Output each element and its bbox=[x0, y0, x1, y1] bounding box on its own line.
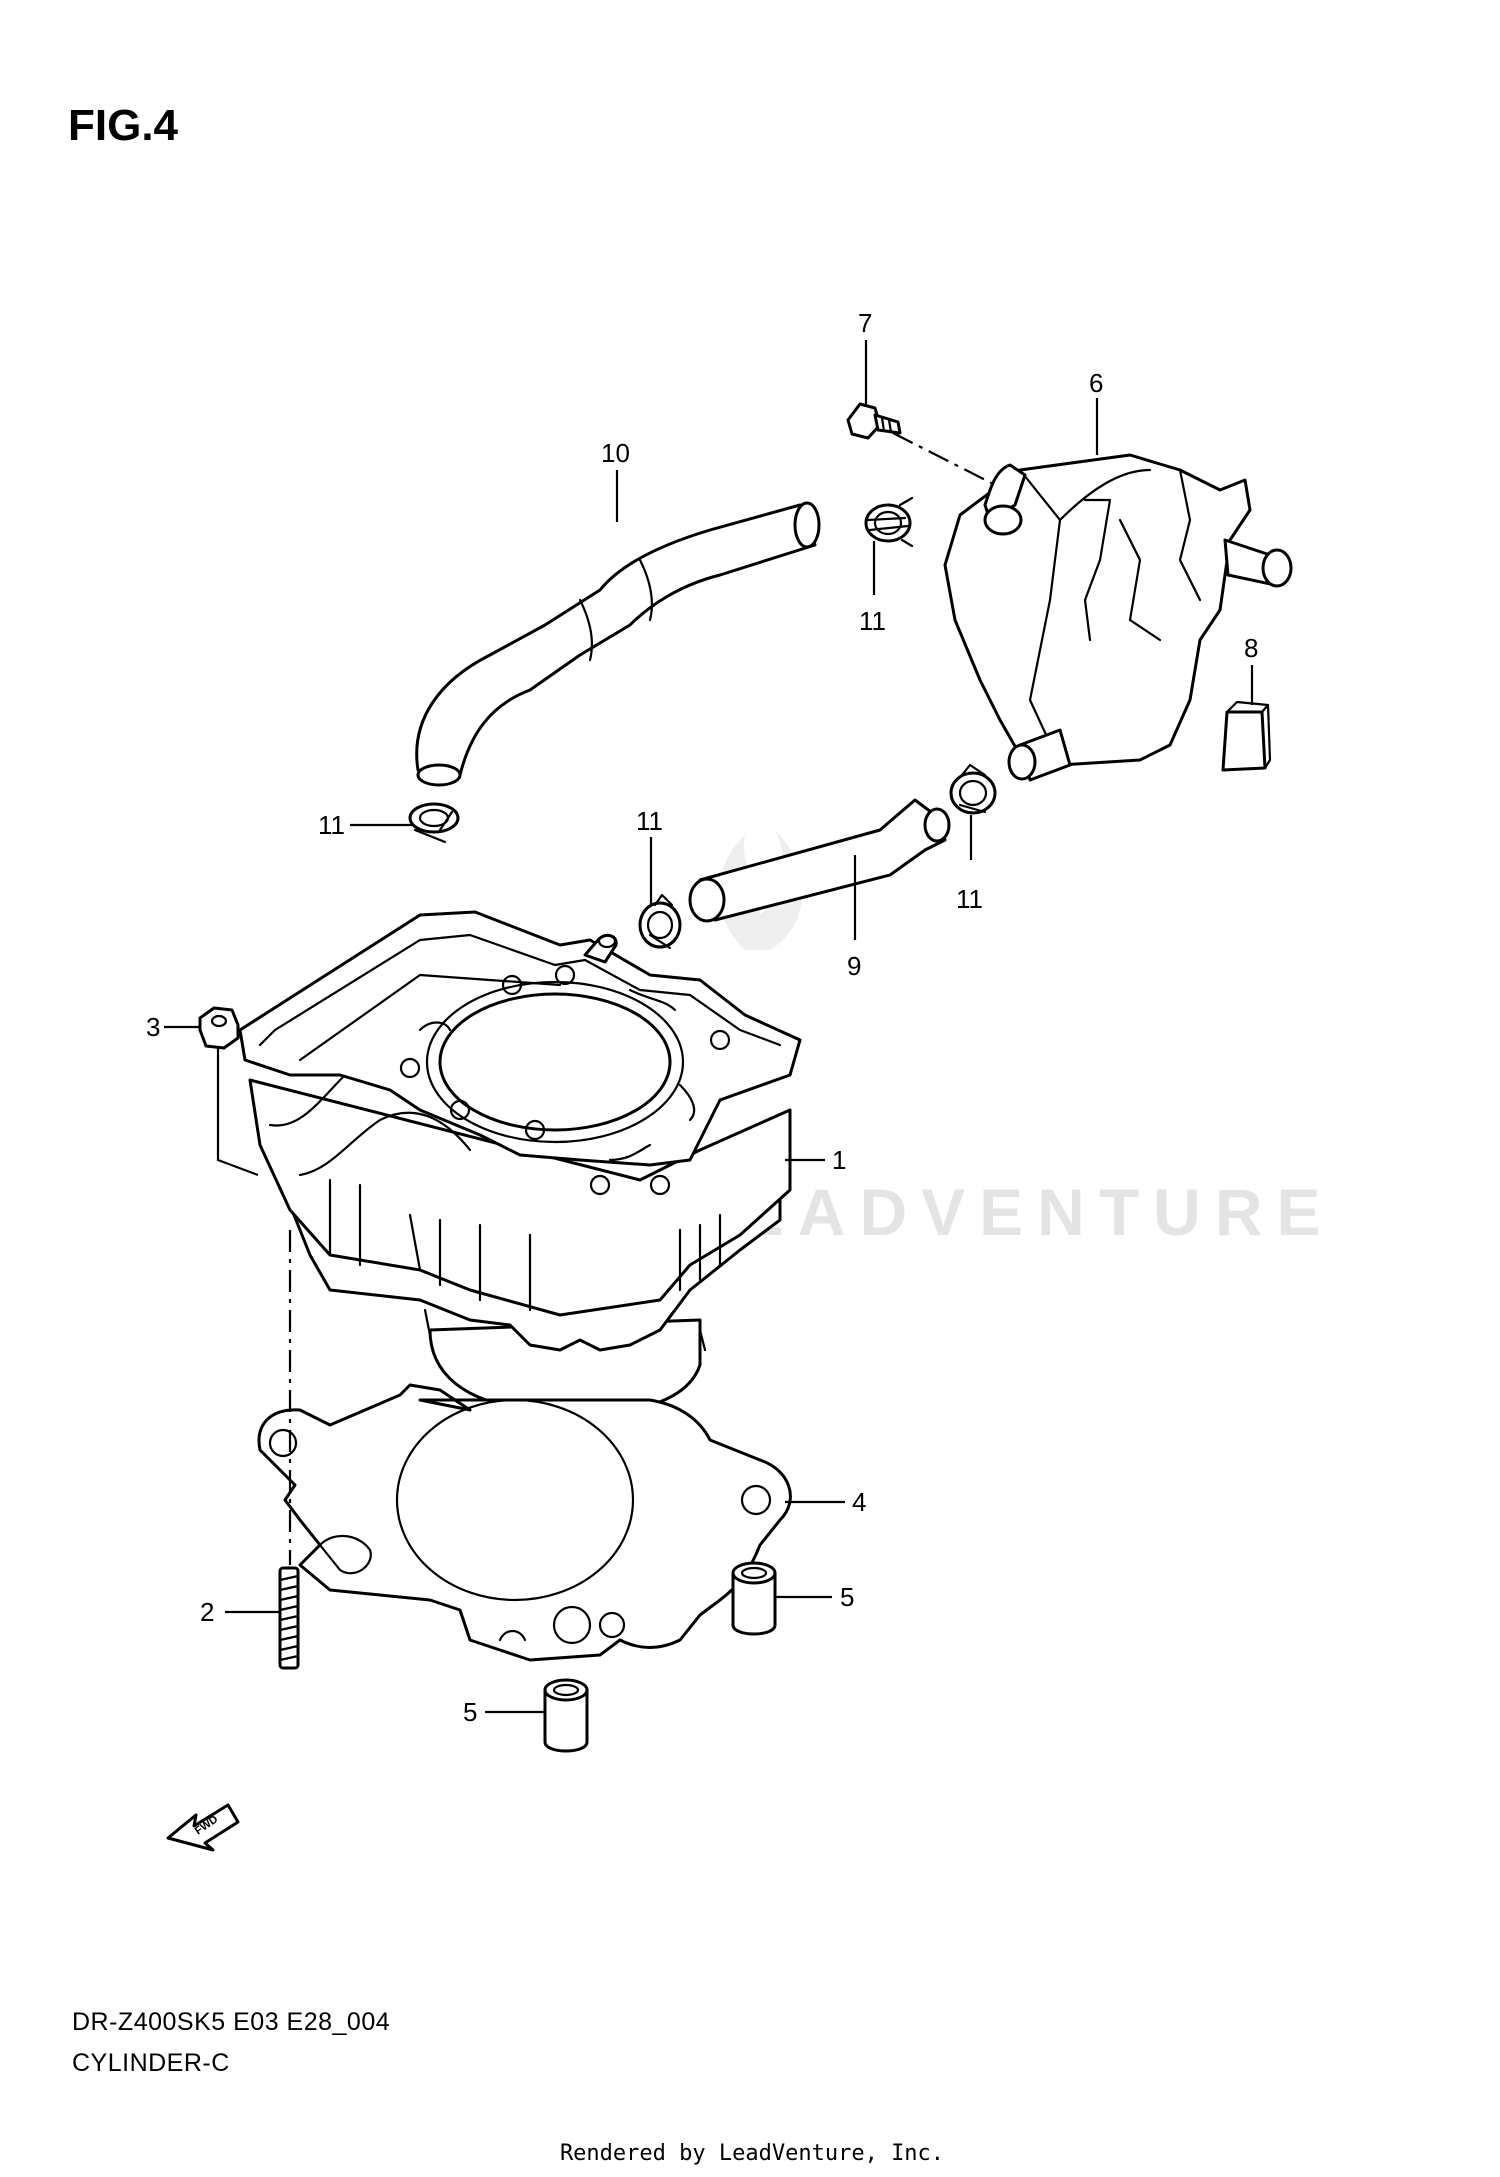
callout-10[interactable]: 10 bbox=[601, 438, 630, 468]
figure-title: FIG.4 bbox=[68, 101, 179, 150]
bolt[interactable] bbox=[846, 402, 902, 440]
clamp-mid[interactable] bbox=[638, 893, 682, 950]
clamp-left[interactable] bbox=[408, 802, 460, 844]
stud[interactable] bbox=[278, 1566, 300, 1670]
callout-1[interactable]: 1 bbox=[832, 1145, 846, 1175]
callout-11-top[interactable]: 11 bbox=[859, 606, 886, 636]
callout-3[interactable]: 3 bbox=[146, 1012, 160, 1042]
model-code: DR-Z400SK5 E03 E28_004 bbox=[72, 2008, 390, 2036]
callout-4[interactable]: 4 bbox=[852, 1487, 866, 1517]
callout-11-right[interactable]: 11 bbox=[956, 884, 983, 914]
callout-11-left[interactable]: 11 bbox=[318, 810, 345, 840]
callout-11-mid[interactable]: 11 bbox=[636, 806, 663, 836]
callouts: 1 2 3 4 5 5 6 7 8 9 10 11 11 bbox=[146, 308, 1258, 1727]
callout-8[interactable]: 8 bbox=[1244, 633, 1258, 663]
hose-upper[interactable] bbox=[415, 501, 821, 787]
cover-case[interactable] bbox=[943, 453, 1293, 782]
dowel-pin-upper[interactable] bbox=[731, 1561, 777, 1636]
assembly-line-bolt bbox=[892, 432, 1006, 491]
render-credit: Rendered by LeadVenture, Inc. bbox=[560, 2141, 944, 2166]
pad[interactable] bbox=[1221, 700, 1272, 772]
callout-5-upper[interactable]: 5 bbox=[840, 1582, 854, 1612]
callout-2[interactable]: 2 bbox=[200, 1597, 214, 1627]
callout-7[interactable]: 7 bbox=[858, 308, 872, 338]
dowel-pin-lower[interactable] bbox=[543, 1678, 589, 1753]
hose-lower[interactable] bbox=[688, 798, 951, 923]
cylinder-gasket[interactable] bbox=[257, 1383, 792, 1662]
section-name: CYLINDER-C bbox=[72, 2049, 230, 2077]
callout-5-lower[interactable]: 5 bbox=[463, 1697, 477, 1727]
fwd-arrow-icon: FWD bbox=[166, 1803, 240, 1852]
assembly-line-nut bbox=[216, 1048, 259, 1177]
clamp-top[interactable] bbox=[864, 496, 914, 548]
clamp-right[interactable] bbox=[949, 763, 997, 815]
cylinder[interactable] bbox=[238, 910, 802, 1414]
callout-6[interactable]: 6 bbox=[1089, 368, 1103, 398]
nut[interactable] bbox=[198, 1006, 240, 1050]
callout-9[interactable]: 9 bbox=[847, 951, 861, 981]
